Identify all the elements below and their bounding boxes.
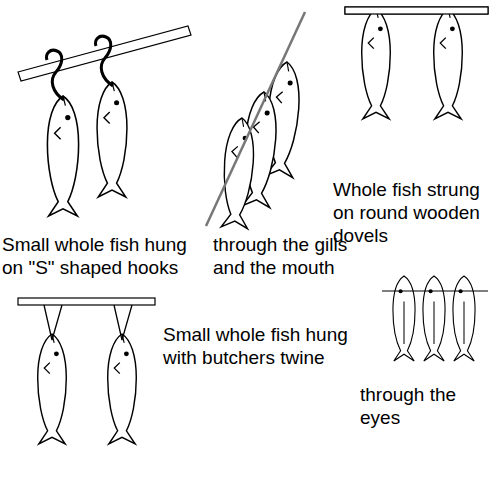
hanging-rod bbox=[18, 26, 191, 81]
hanging-rod bbox=[18, 298, 155, 305]
fish-drawing bbox=[362, 9, 391, 119]
s-hook bbox=[47, 50, 64, 100]
wooden-dowel bbox=[345, 7, 488, 14]
fish-drawing bbox=[47, 96, 78, 216]
s-hook bbox=[96, 36, 113, 86]
method-caption: Small whole fish hung with butchers twin… bbox=[163, 323, 359, 369]
butchers-twine bbox=[44, 305, 62, 340]
butchers-twine bbox=[114, 305, 132, 340]
method-caption: Small whole fish hung on "S" shaped hook… bbox=[2, 233, 198, 279]
fish-drawing bbox=[423, 276, 445, 361]
fish-drawing bbox=[220, 117, 256, 229]
eye-string bbox=[382, 290, 488, 291]
skewer-rod bbox=[206, 12, 305, 226]
fish-drawing bbox=[453, 276, 475, 361]
method-caption: through the eyes bbox=[360, 383, 498, 429]
wooden-dowel bbox=[345, 7, 488, 14]
fish-drawing bbox=[97, 82, 127, 197]
fish-drawing bbox=[108, 334, 137, 444]
method-caption: Whole fish strung on round wooden dovels bbox=[333, 178, 499, 247]
fish-drawing bbox=[434, 9, 463, 119]
fish-drawing bbox=[38, 334, 67, 444]
fish-drawing bbox=[393, 276, 415, 361]
